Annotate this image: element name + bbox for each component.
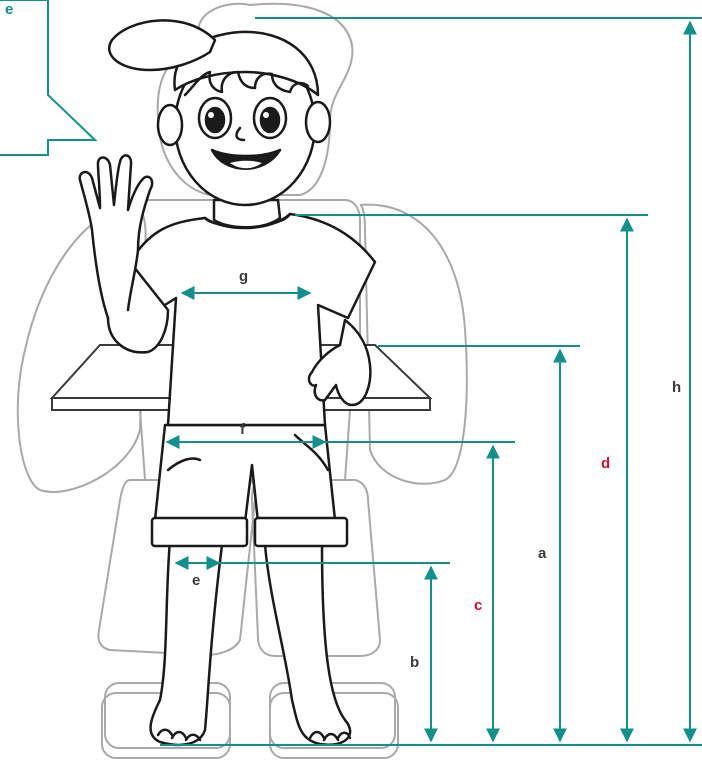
right-toes (308, 730, 352, 742)
label-d: d (601, 455, 610, 472)
left-toes (156, 728, 202, 742)
label-f: f (240, 421, 246, 438)
shorts (153, 423, 337, 524)
right-pupil (259, 106, 281, 134)
right-hand (307, 318, 372, 407)
speech-bubble-shape (0, 0, 98, 156)
speech-bubble-text: e (5, 1, 13, 18)
label-a: a (538, 545, 547, 562)
measurement-lines (160, 17, 702, 746)
nose (235, 126, 246, 142)
boy-figure (78, 19, 377, 747)
label-c: c (474, 597, 482, 614)
hair (183, 70, 310, 97)
right-cuff (253, 516, 349, 548)
right-eye-glint (263, 112, 269, 118)
measurement-labels: h d a c b e f g (192, 268, 681, 671)
right-legrest-outline (250, 479, 382, 657)
label-g: g (239, 268, 248, 285)
left-cuff (150, 516, 249, 548)
mouth (210, 148, 282, 170)
label-e: e (192, 572, 200, 589)
left-leg (149, 538, 224, 747)
label-b: b (410, 654, 419, 671)
left-eye-glint (208, 112, 214, 118)
right-armrest-outline (359, 203, 468, 485)
right-ear (304, 100, 332, 144)
left-ear (156, 103, 184, 147)
neck (212, 198, 282, 229)
speech-bubble: e (0, 0, 98, 156)
cap-visor (108, 19, 217, 72)
label-h: h (672, 379, 681, 396)
right-leg (263, 543, 352, 746)
left-pocket (166, 457, 202, 472)
tongue (230, 160, 262, 169)
left-pupil (204, 106, 226, 134)
waving-hand (78, 154, 154, 320)
